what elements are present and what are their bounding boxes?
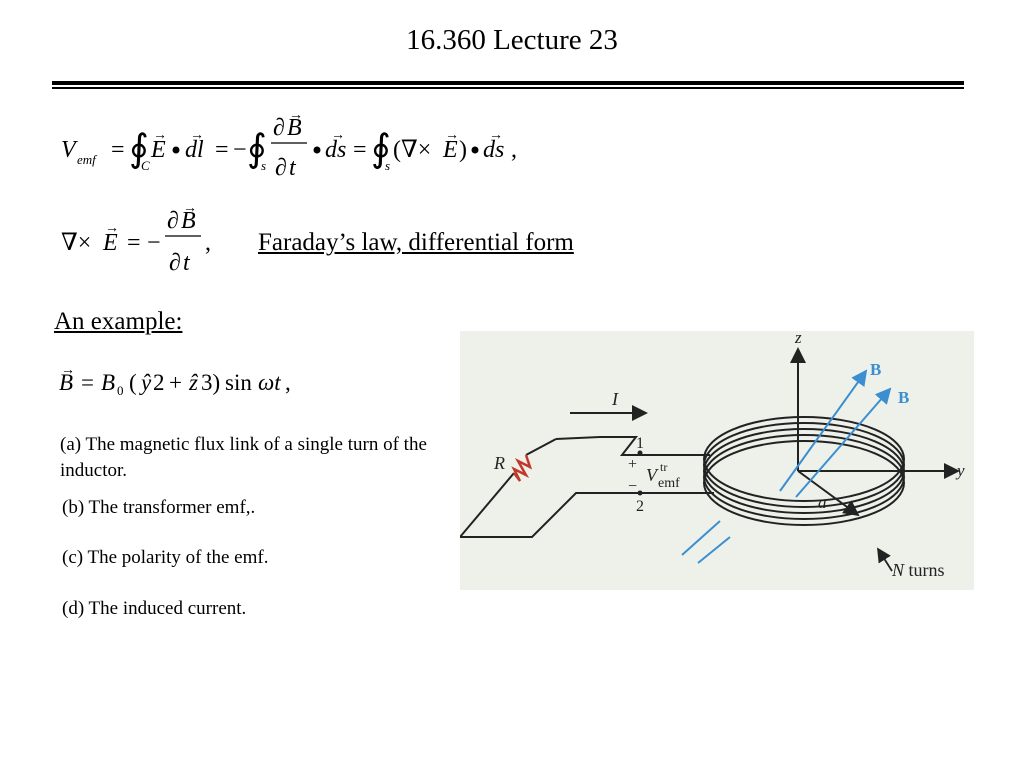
svg-text:B: B: [59, 370, 73, 395]
svg-text:3): 3): [201, 370, 220, 395]
svg-text:,: ,: [205, 230, 211, 256]
svg-text:ds: ds: [483, 137, 504, 163]
svg-text:=: =: [353, 137, 367, 163]
svg-text:∮: ∮: [247, 128, 267, 170]
svg-text:ẑ: ẑ: [188, 370, 199, 395]
svg-text:B: B: [101, 370, 115, 395]
radius-arrow: [797, 470, 860, 517]
vemf-superscript: tr: [660, 460, 667, 474]
svg-text:(∇×: (∇×: [393, 137, 431, 163]
field-label-1: B: [870, 360, 881, 379]
svg-text:emf: emf: [77, 152, 98, 167]
svg-text:∇×: ∇×: [61, 230, 91, 256]
svg-text:,: ,: [511, 137, 517, 163]
y-axis-label: y: [955, 461, 965, 480]
svg-text:E: E: [442, 137, 458, 163]
field-definition-equation: B → = B 0 ( ŷ 2 + ẑ 3) sin ωt ,: [59, 363, 291, 398]
svg-text:sin: sin: [225, 370, 252, 395]
svg-text:−: −: [233, 137, 247, 163]
terminal-1-dot: [637, 450, 643, 456]
svg-text:→: →: [289, 108, 303, 123]
current-label: I: [611, 389, 619, 409]
svg-text:∂: ∂: [275, 155, 287, 181]
svg-text:B: B: [287, 115, 302, 141]
terminal-2-dot: [637, 490, 643, 496]
svg-text:=: =: [81, 370, 94, 395]
svg-text:t: t: [183, 250, 191, 276]
svg-text:E: E: [102, 230, 118, 256]
z-axis-label: z: [794, 331, 802, 347]
question-b: (b) The transformer emf,.: [62, 497, 256, 518]
terminal-2-label: 2: [636, 498, 644, 515]
svg-text:s: s: [261, 158, 266, 173]
circuit-wire: [460, 436, 714, 538]
svg-text:→: →: [105, 221, 119, 236]
turns-arrow: [877, 547, 893, 572]
svg-text:(: (: [129, 370, 137, 395]
svg-text:∂: ∂: [273, 115, 285, 141]
question-a: (a) The magnetic flux link of a single t…: [60, 434, 427, 481]
svg-text:t: t: [289, 155, 297, 181]
radius-label: a: [818, 493, 827, 512]
vemf-symbol: V: [646, 465, 659, 485]
terminal-1-label: 1: [636, 435, 644, 452]
svg-text:V: V: [61, 137, 78, 163]
svg-text:ωt: ωt: [258, 370, 281, 395]
title-divider-thin: [52, 87, 964, 89]
coil-turns: [703, 416, 905, 526]
svg-text:dl: dl: [185, 137, 204, 163]
example-heading: An example:: [54, 308, 183, 335]
svg-text:C: C: [141, 158, 150, 173]
field-label-2: B: [898, 388, 909, 407]
emf-integral-equation: V emf = ∮ C E → dl → = − ∮ s ∂ B → ∂ t d…: [61, 108, 517, 181]
turns-word: turns: [904, 560, 945, 580]
svg-text:→: →: [183, 201, 197, 216]
svg-text:ŷ: ŷ: [139, 370, 152, 395]
svg-text:=: =: [127, 230, 141, 256]
svg-text:∮: ∮: [371, 128, 391, 170]
svg-text:2: 2: [153, 370, 165, 395]
svg-text:0: 0: [117, 383, 124, 398]
svg-text:ds: ds: [325, 137, 346, 163]
svg-text:∮: ∮: [129, 128, 149, 170]
svg-text:E: E: [150, 137, 166, 163]
svg-text:→: →: [153, 128, 167, 143]
svg-text:∂: ∂: [169, 250, 181, 276]
faraday-law-label: Faraday’s law, differential form: [258, 229, 574, 256]
vemf-subscript: emf: [658, 476, 680, 491]
svg-text:→: →: [61, 363, 75, 378]
turns-n: N: [891, 560, 905, 580]
svg-text:s: s: [385, 158, 390, 173]
svg-text:): ): [459, 137, 467, 163]
svg-text:=: =: [215, 137, 229, 163]
svg-text:→: →: [445, 128, 459, 143]
question-d: (d) The induced current.: [62, 598, 247, 619]
field-lines: [681, 369, 892, 564]
plus-sign: +: [628, 456, 637, 473]
faraday-differential-equation: ∇× E → = − ∂ B → ∂ t ,: [61, 201, 211, 276]
svg-text:∂: ∂: [167, 208, 179, 234]
svg-text:=: =: [111, 137, 125, 163]
svg-text:,: ,: [285, 370, 291, 395]
svg-text:B: B: [181, 208, 196, 234]
svg-text:→: →: [190, 128, 204, 143]
svg-text:→: →: [489, 128, 503, 143]
svg-text:+: +: [169, 370, 182, 395]
resistor-label: R: [493, 453, 505, 473]
svg-text:→: →: [331, 128, 345, 143]
slide-title: 16.360 Lecture 23: [406, 24, 618, 56]
svg-text:−: −: [147, 230, 161, 256]
turns-label: N turns: [891, 560, 945, 580]
title-divider-thick: [52, 81, 964, 85]
coil-figure: z y R I 1 2 + − V tr emf a B B N turns: [460, 331, 974, 590]
question-c: (c) The polarity of the emf.: [62, 547, 269, 568]
minus-sign: −: [628, 478, 637, 495]
resistor-symbol: [511, 454, 533, 482]
